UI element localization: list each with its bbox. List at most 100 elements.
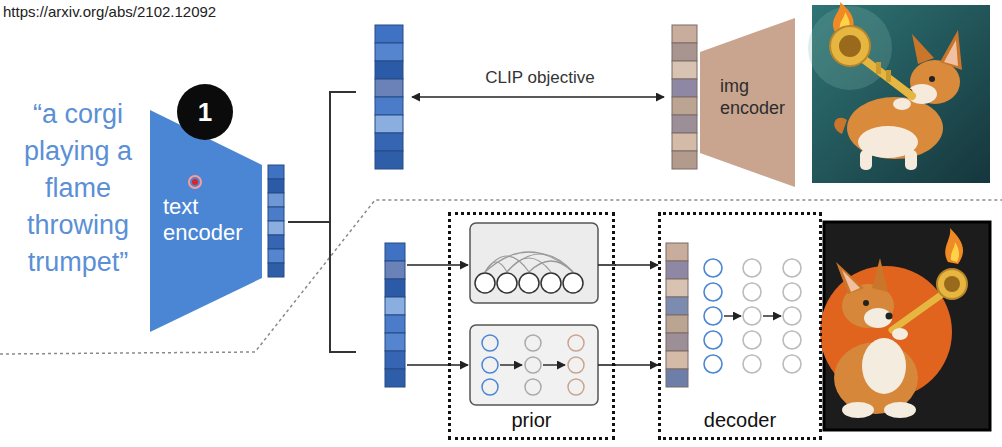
diffusion-decoder-icon	[783, 331, 801, 349]
text-embedding-vector	[375, 25, 403, 43]
image-embedding-vector	[666, 369, 688, 387]
text-embedding-vector	[385, 243, 405, 387]
diffusion-decoder-icon	[783, 355, 801, 373]
image-encoder: img encoder	[700, 18, 795, 187]
transformer-prior-icon	[475, 273, 583, 293]
transformer-prior-icon	[475, 273, 495, 293]
text-embedding-vector	[268, 179, 284, 193]
generated-corgi-image	[886, 313, 893, 320]
text-embedding-vector	[375, 133, 403, 151]
diffusion-prior-icon	[500, 364, 522, 365]
corgi-image	[830, 26, 870, 66]
generated-corgi-image	[842, 270, 860, 292]
diffusion-prior-icon	[525, 357, 541, 373]
diffusion-prior-icon	[525, 379, 541, 395]
diffusion-prior-icon	[470, 325, 598, 405]
transformer-prior-icon	[541, 273, 561, 293]
text-embedding-vector	[268, 193, 284, 207]
image-embedding-vector	[672, 25, 697, 43]
image-encoder-outline	[700, 18, 795, 187]
corgi-image	[876, 62, 881, 74]
text-encoder: text encoder	[150, 110, 262, 332]
image-embedding-vector	[672, 43, 697, 61]
corgi-image	[834, 118, 847, 134]
callout-number: 1	[177, 84, 233, 140]
source-url: https://arxiv.org/abs/2102.12092	[3, 2, 303, 21]
generated-corgi-image	[892, 290, 948, 330]
diffusion-prior-icon	[568, 335, 584, 351]
transformer-prior-icon	[485, 252, 573, 272]
text-embedding-vector	[385, 279, 405, 297]
diffusion-prior-icon	[482, 335, 498, 351]
image-embedding-vector	[666, 279, 688, 297]
corgi-image	[808, 2, 990, 183]
prior-box-label: prior	[451, 408, 612, 432]
diffusion-prior-icon	[568, 335, 584, 395]
corgi-image	[812, 5, 990, 183]
diffusion-prior-icon	[568, 379, 584, 395]
text-embedding-vector	[268, 249, 284, 263]
corgi-image	[912, 34, 934, 64]
corgi-image	[940, 30, 962, 70]
prior-box-text: prior	[451, 408, 612, 432]
split-bracket	[288, 92, 356, 352]
prompt-text: “a corgi playing a flame throwing trumpe…	[10, 96, 146, 281]
diffusion-decoder-icon	[743, 307, 761, 325]
pointer-dot	[192, 179, 198, 185]
diffusion-decoder-icon	[704, 259, 801, 373]
diffusion-decoder-icon	[783, 283, 801, 301]
flow-arrow	[615, 264, 658, 266]
source-url: https://arxiv.org/abs/2102.12092	[3, 2, 303, 21]
diffusion-prior-icon	[482, 379, 498, 395]
diffusion-decoder-icon	[704, 331, 722, 349]
pointer-dot	[189, 176, 201, 188]
image-encoder-text: img encoder	[720, 75, 792, 119]
prior-box: prior	[448, 212, 615, 440]
diffusion-decoder-icon	[704, 283, 722, 301]
generated-corgi-image	[951, 242, 959, 262]
corgi-image	[929, 76, 935, 82]
image-embedding-vector	[666, 243, 688, 261]
decoder-box-label: decoder	[661, 408, 819, 432]
text-encoder-text: text encoder	[163, 194, 255, 246]
image-embedding-vector	[666, 297, 688, 315]
image-embedding-vector	[672, 79, 697, 97]
generated-corgi-image	[864, 308, 892, 328]
generated-corgi-image	[872, 258, 888, 292]
diffusion-decoder-icon	[783, 259, 801, 277]
generated-corgi-image	[836, 262, 864, 294]
transformer-prior-icon	[563, 273, 583, 293]
diffusion-prior-icon	[525, 335, 541, 395]
text-embedding-vector	[385, 351, 405, 369]
text-embedding-vector	[268, 221, 284, 235]
input-arrow	[407, 264, 468, 266]
text-embedding-vector	[268, 165, 284, 179]
text-embedding-vector	[375, 97, 403, 115]
transformer-prior-icon	[529, 261, 573, 272]
transformer-prior-icon	[470, 223, 598, 303]
image-embedding-vector	[666, 315, 688, 333]
diffusion-decoder-icon	[783, 307, 801, 325]
transformer-prior-icon	[507, 254, 573, 272]
generated-corgi-image	[862, 338, 906, 394]
text-embedding-vector	[385, 369, 405, 387]
image-embedding-vector	[666, 351, 688, 369]
text-embedding-vector	[268, 165, 284, 277]
corgi-image	[905, 150, 917, 170]
text-embedding-vector	[375, 115, 403, 133]
corgi-image	[860, 150, 872, 170]
generated-corgi-image	[863, 300, 869, 306]
diffusion-decoder-icon	[704, 259, 722, 373]
objective-label: CLIP objective	[470, 67, 610, 88]
diffusion-prior-icon	[470, 325, 598, 405]
diffusion-prior-icon	[525, 335, 541, 351]
text-embedding-vector	[385, 261, 405, 279]
corgi-image	[862, 58, 912, 96]
image-embedding-vector	[672, 25, 697, 169]
text-encoder-outline	[150, 110, 262, 332]
corgi-image	[886, 70, 891, 82]
diffusion-decoder-icon	[743, 331, 761, 349]
diffusion-decoder-icon	[704, 355, 722, 373]
image-embedding-vector	[672, 133, 697, 151]
generated-corgi-image	[820, 222, 990, 430]
